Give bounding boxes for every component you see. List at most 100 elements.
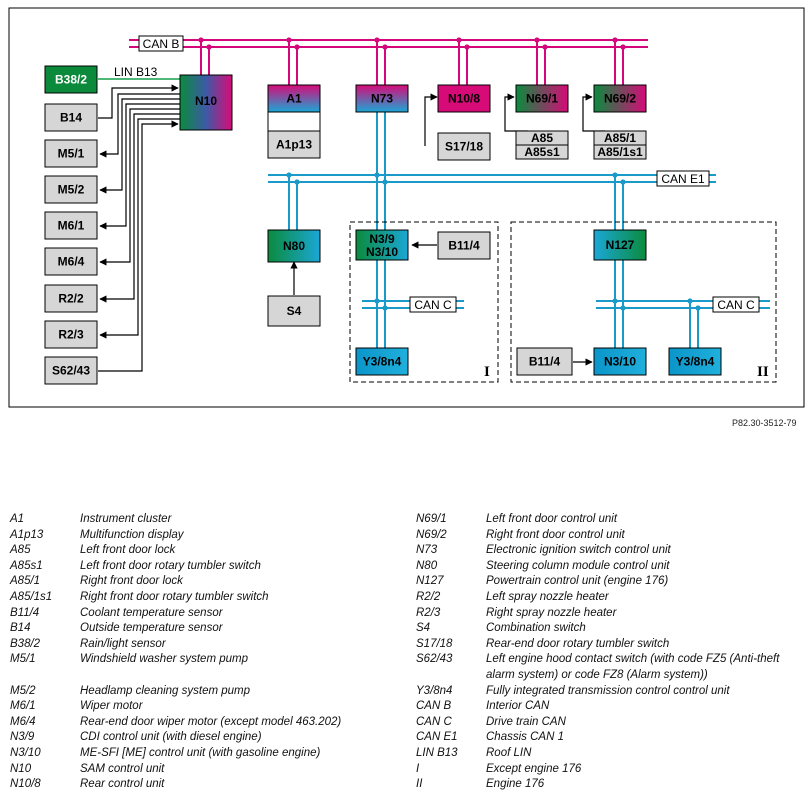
component-label: B14: [60, 111, 82, 125]
component-b14: B14: [44, 103, 98, 132]
legend-code: M5/1: [10, 653, 36, 666]
component-n69-2: N69/2: [593, 84, 647, 113]
component-m6-4: M6/4: [44, 247, 98, 276]
legend-description: Rear control unit: [80, 778, 165, 791]
legend-code: M5/2: [10, 684, 36, 697]
legend-code: B38/2: [10, 637, 41, 650]
component-b11-4-b: B11/4: [516, 347, 573, 376]
component-s62-43: S62/43: [44, 356, 98, 385]
component-label: N69/1: [526, 92, 558, 106]
legend-description: Chassis CAN 1: [486, 731, 564, 744]
svg-text:CAN B: CAN B: [143, 37, 180, 51]
component-n3-9-n3-10: N3/9N3/10: [355, 229, 409, 261]
legend-description: Powertrain control unit (engine 176): [486, 575, 669, 588]
legend-description: Combination switch: [486, 622, 586, 635]
component-r2-3: R2/3: [44, 320, 98, 349]
component-m5-1: M5/1: [44, 139, 98, 168]
legend-code: A85/1s1: [10, 590, 53, 603]
legend-description: Headlamp cleaning system pump: [80, 684, 251, 697]
component-label: M6/1: [58, 219, 85, 233]
legend-code: N69/2: [416, 528, 447, 541]
component-r2-2: R2/2: [44, 284, 98, 313]
legend-code: S17/18: [416, 637, 453, 650]
component-label: M5/2: [58, 183, 85, 197]
legend-description: CDI control unit (with diesel engine): [80, 731, 262, 744]
legend-row: A85/1 Right front door lock: [10, 574, 410, 590]
component-n10: N10: [179, 74, 233, 131]
legend-code: N10/8: [10, 778, 41, 791]
component-label: N3/9: [369, 232, 395, 246]
legend-code: M6/4: [10, 715, 36, 728]
component-label: B38/2: [55, 73, 87, 87]
component-n80: N80: [267, 229, 321, 263]
legend-description: Instrument cluster: [80, 513, 172, 525]
can-e1-bus: [268, 111, 716, 230]
legend-row: II Engine 176: [416, 777, 808, 793]
group-2-label: II: [757, 364, 769, 380]
component-label: N3/10: [604, 355, 636, 369]
legend-description: Engine 176: [486, 778, 545, 791]
legend-description: Right front door lock: [80, 575, 183, 588]
legend-row: N69/1 Left front door control unit: [416, 512, 808, 528]
can-b-bus: [129, 39, 648, 85]
legend-description: Right front door control unit: [486, 528, 625, 541]
lin-b13-label: LIN B13: [114, 65, 158, 79]
legend-description: Except engine 176: [486, 762, 582, 775]
component-label: N69/2: [604, 92, 636, 106]
diagram-frame: [8, 7, 805, 408]
component-n10-8: N10/8: [437, 84, 491, 113]
legend-description: Outside temperature sensor: [80, 622, 223, 635]
component-label: N73: [371, 92, 393, 106]
legend-description: Left front door control unit: [486, 513, 618, 525]
component-a1: A1: [267, 84, 321, 113]
component-label: M6/4: [58, 255, 85, 269]
legend-code: B14: [10, 622, 31, 635]
component-n69-1: N69/1: [515, 84, 569, 113]
legend-code: CAN B: [416, 700, 452, 713]
legend-description: Drive train CAN: [486, 715, 566, 728]
legend-code: A85/1: [10, 575, 41, 588]
legend-row: N10/8 Rear control unit: [10, 777, 410, 793]
can-b-junctions: [198, 37, 626, 50]
component-y3-8n4-b: Y3/8n4: [668, 347, 722, 376]
component-label: M5/1: [58, 147, 85, 161]
component-label: A85/1: [604, 131, 636, 145]
legend-description: SAM control unit: [80, 762, 165, 775]
component-label: A1p13: [276, 138, 312, 152]
legend-row: [10, 668, 410, 684]
legend-description: Wiper motor: [80, 700, 143, 713]
legend-description: Left front door rotary tumbler switch: [80, 559, 261, 572]
component-b38-2: B38/2: [44, 65, 98, 94]
legend-code: II: [416, 778, 423, 791]
legend-code: Y3/8n4: [416, 684, 453, 697]
svg-text:CAN C: CAN C: [717, 298, 755, 312]
legend-description: Left spray nozzle heater: [486, 590, 609, 603]
component-label: Y3/8n4: [676, 355, 715, 369]
legend-code: A85: [10, 544, 31, 557]
legend-code: N69/1: [416, 513, 447, 525]
legend-description: Roof LIN: [486, 746, 532, 759]
legend-code: M6/1: [10, 700, 36, 713]
component-a1p13: A1p13: [267, 130, 321, 159]
svg-text:CAN C: CAN C: [414, 298, 452, 312]
component-label: S62/43: [52, 364, 90, 378]
can-c-label-1: CAN C: [409, 296, 457, 313]
legend-row: N69/2 Right front door control unit: [416, 528, 808, 544]
